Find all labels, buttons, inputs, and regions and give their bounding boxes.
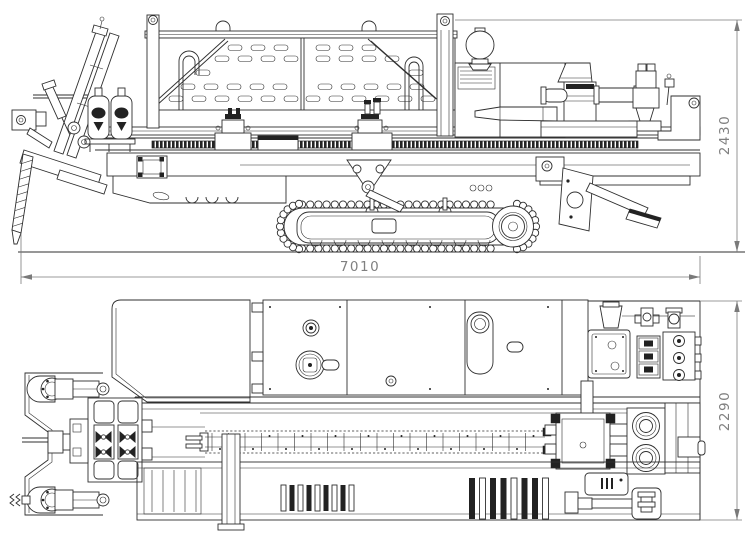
front-post: [146, 14, 160, 129]
carriage-gearbox: [542, 380, 706, 475]
dim-overall-width: 2290: [700, 300, 742, 521]
plan-view: [9, 299, 706, 531]
plan-body: [111, 299, 701, 520]
track-chain-lugs: [275, 199, 541, 254]
dim-label-length: 7010: [340, 259, 380, 275]
feed-cylinder: [43, 84, 67, 120]
dim-label-height: 2430: [717, 115, 733, 155]
clamp-jaws: [95, 431, 136, 458]
rack-graduations: [211, 433, 535, 451]
lower-frame-plan: [136, 433, 701, 531]
drill-mast: [11, 16, 120, 245]
rod-box-plates: [280, 484, 355, 512]
dim-label-width: 2290: [717, 391, 733, 431]
dimensions: 7010 2430 2290: [20, 19, 742, 521]
spindle: [474, 106, 558, 122]
exhaust-ball: [465, 30, 495, 60]
rear-modules-plan: [564, 472, 662, 520]
drill-frame-rack: [137, 426, 545, 458]
engine-canopy: [144, 14, 458, 129]
lifting-lug: [361, 20, 377, 31]
lifting-lug: [215, 20, 231, 31]
track-rollers: [309, 239, 491, 247]
pipe-hub: [632, 412, 660, 440]
drive-sprocket: [492, 205, 534, 248]
feed-rack: [151, 140, 639, 149]
crawler-track: [275, 197, 541, 254]
auger-flights: [12, 159, 33, 227]
breakout-clamps: [84, 87, 136, 152]
rear-stabilizer: [346, 156, 662, 232]
swivel-column: [221, 433, 241, 527]
clamp-plan: [69, 397, 153, 483]
anchor-assembly: [9, 372, 110, 516]
dim-overall-length: 7010: [20, 234, 701, 284]
pipe-hub: [632, 444, 660, 472]
mud-pump-group: [474, 62, 701, 141]
mast-support-post: [436, 13, 454, 137]
deck-equipment: [214, 98, 393, 151]
hose-guide: [178, 50, 200, 110]
dim-overall-height: 2430: [455, 19, 742, 252]
mud-pump-plan: [587, 301, 702, 381]
side-view: [11, 13, 745, 254]
rod-box-plates: [469, 477, 549, 520]
